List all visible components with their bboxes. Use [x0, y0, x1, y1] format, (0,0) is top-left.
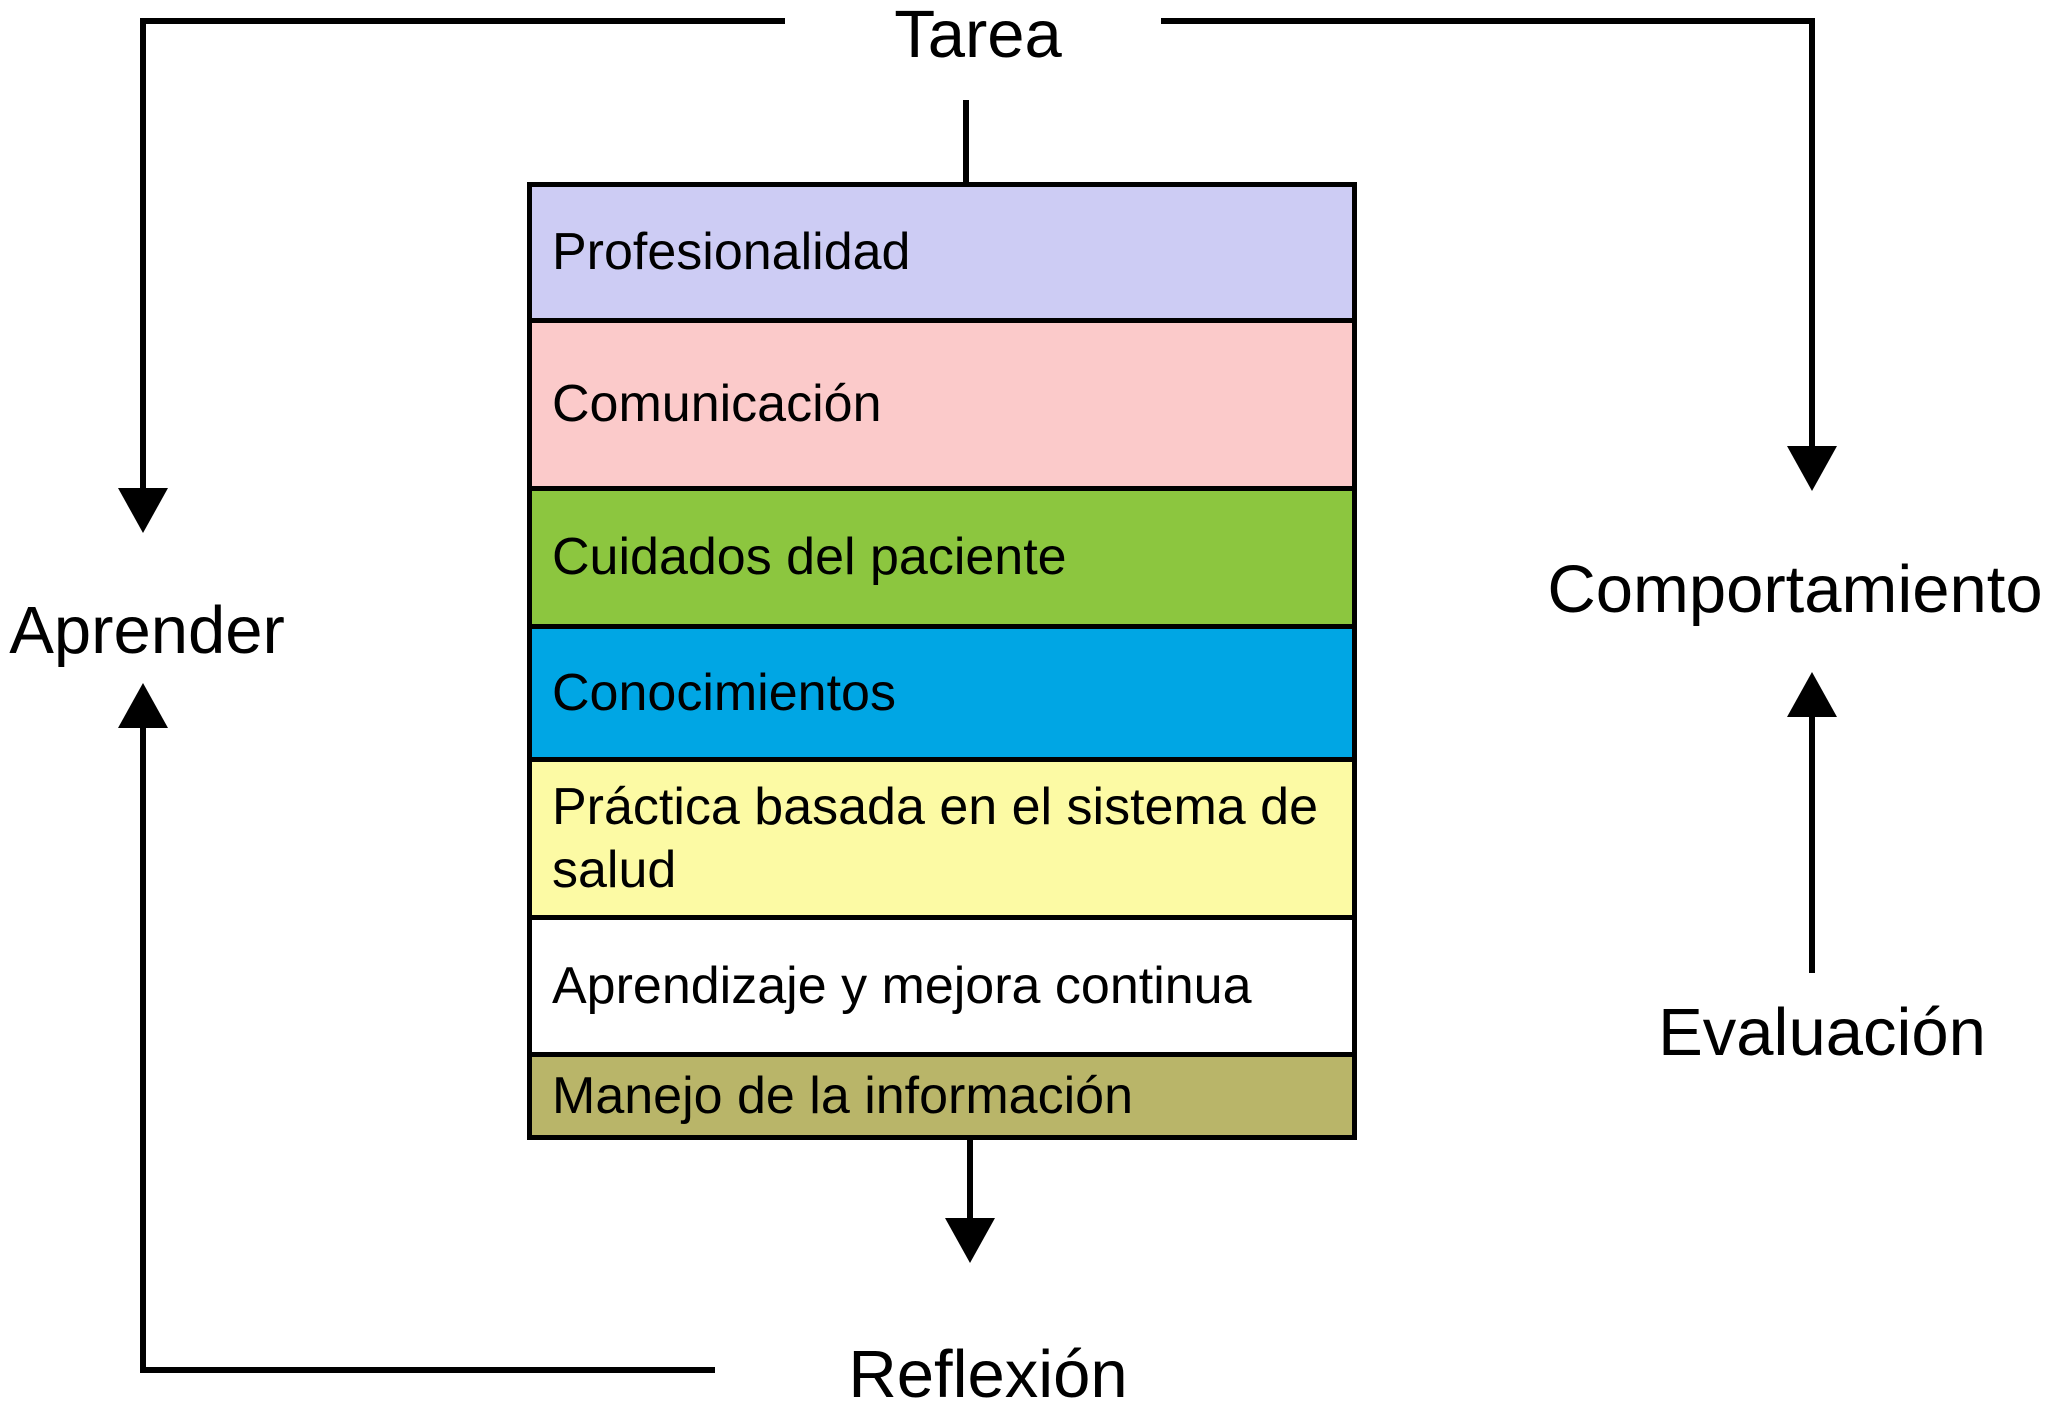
competency-row: Profesionalidad: [532, 187, 1352, 318]
connector-tarea-to-box-line: [963, 100, 969, 184]
connector-top-right-line: [1161, 18, 1815, 24]
competency-row: Manejo de la información: [532, 1052, 1352, 1135]
competency-row: Aprendizaje y mejora continua: [532, 915, 1352, 1052]
connector-tarea-to-comportamiento-line: [1809, 18, 1815, 448]
label-evaluacion: Evaluación: [1658, 995, 1986, 1070]
competency-row-label: Comunicación: [552, 375, 882, 434]
competency-row-label: Aprendizaje y mejora continua: [552, 956, 1252, 1015]
competency-row: Práctica basada en el sistema de salud: [532, 757, 1352, 915]
arrowhead-down-reflexion-icon: [945, 1218, 995, 1263]
label-tarea: Tarea: [894, 0, 1062, 72]
connector-evaluacion-to-comportamiento-line: [1809, 715, 1815, 973]
competency-row: Cuidados del paciente: [532, 486, 1352, 624]
competency-row: Conocimientos: [532, 624, 1352, 757]
label-aprender: Aprender: [9, 593, 285, 668]
competency-row-label: Manejo de la información: [552, 1066, 1133, 1125]
connector-tarea-to-aprender-line: [140, 18, 146, 490]
competency-row-label: Práctica basada en el sistema de salud: [552, 778, 1318, 899]
connector-box-to-reflexion-line: [967, 1140, 973, 1230]
competency-row-label: Profesionalidad: [552, 223, 911, 282]
label-comportamiento: Comportamiento: [1547, 552, 2043, 627]
arrowhead-down-aprender-icon: [118, 488, 168, 533]
competency-row: Comunicación: [532, 318, 1352, 486]
arrowhead-up-comportamiento-icon: [1787, 672, 1837, 717]
competency-row-label: Conocimientos: [552, 663, 896, 722]
competency-row-label: Cuidados del paciente: [552, 528, 1067, 587]
connector-reflexion-to-aprender-line: [140, 726, 146, 1373]
arrowhead-up-aprender-icon: [118, 683, 168, 728]
connector-bottom-left-line: [140, 1367, 715, 1373]
arrowhead-down-comportamiento-icon: [1787, 446, 1837, 491]
connector-top-left-line: [140, 18, 785, 24]
label-reflexion: Reflexión: [848, 1337, 1128, 1403]
